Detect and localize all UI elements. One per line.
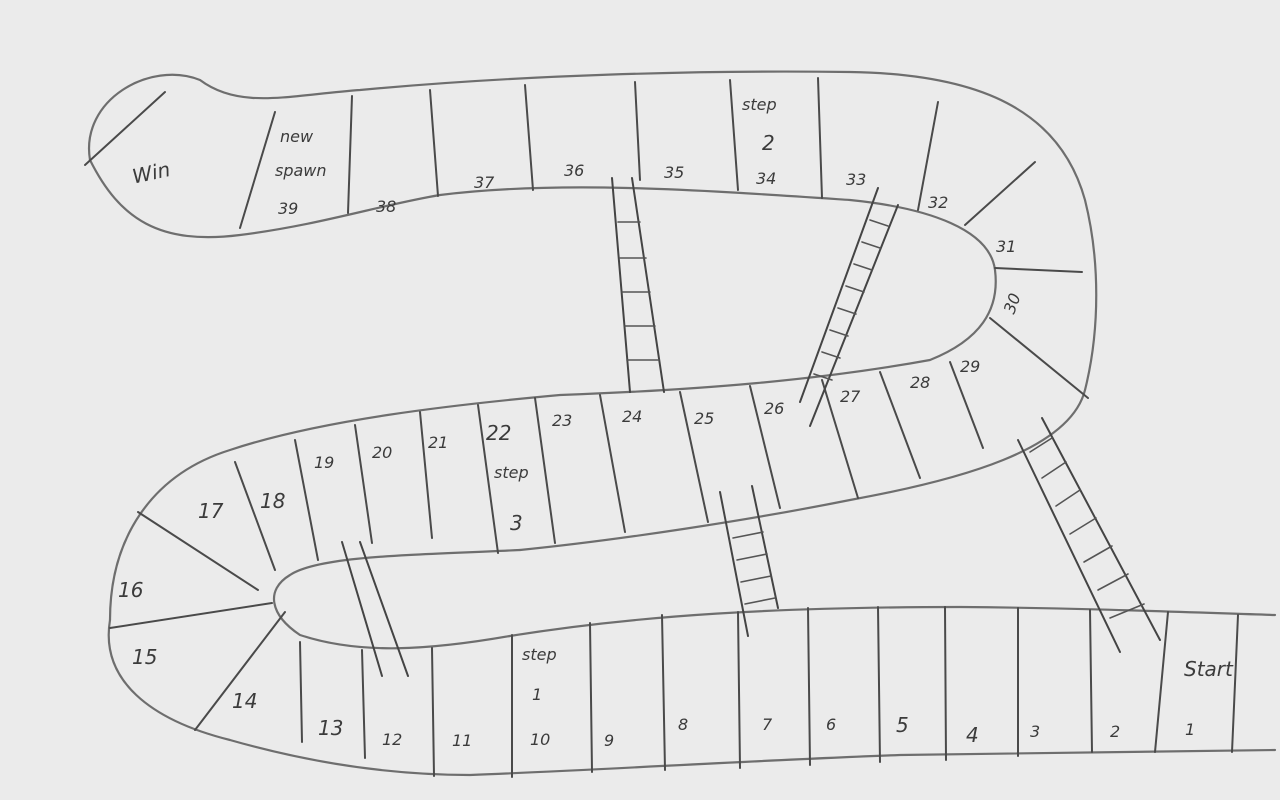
square-20: 20 xyxy=(372,443,392,462)
square-19: 19 xyxy=(314,453,334,472)
square-8: 8 xyxy=(678,715,688,734)
start-label: Start xyxy=(1184,657,1234,681)
new-label: new xyxy=(280,127,314,146)
step-3-number: 3 xyxy=(510,511,523,535)
step-1-number: 1 xyxy=(532,685,542,704)
board-outline xyxy=(87,70,1277,777)
step-2-number: 2 xyxy=(762,131,775,155)
square-1: 1 xyxy=(1185,720,1195,739)
square-36: 36 xyxy=(564,161,584,180)
square-5: 5 xyxy=(896,713,909,737)
top-row-dividers xyxy=(84,77,1089,399)
ladder-26-to-33 xyxy=(799,187,899,427)
square-16: 16 xyxy=(118,578,143,602)
square-11: 11 xyxy=(452,731,472,750)
square-13: 13 xyxy=(318,716,343,740)
ladder-7-to-25 xyxy=(719,485,779,637)
square-23: 23 xyxy=(552,411,572,430)
square-9: 9 xyxy=(604,731,614,750)
square-39: 39 xyxy=(278,199,298,218)
square-33: 33 xyxy=(846,170,866,189)
square-15: 15 xyxy=(132,645,157,669)
ladder-24-to-36 xyxy=(611,177,665,393)
square-32: 32 xyxy=(928,193,948,212)
square-2: 2 xyxy=(1110,722,1120,741)
square-7: 7 xyxy=(762,715,773,734)
square-18: 18 xyxy=(260,489,285,513)
ladder-2-to-29 xyxy=(1017,417,1161,653)
square-31: 31 xyxy=(996,237,1016,256)
square-14: 14 xyxy=(232,689,257,713)
square-37: 37 xyxy=(474,173,495,192)
square-28: 28 xyxy=(910,373,930,392)
square-27: 27 xyxy=(840,387,861,406)
bottom-row-dividers xyxy=(299,606,1239,778)
spawn-label: spawn xyxy=(275,161,327,180)
step-3-word: step xyxy=(494,463,529,482)
square-34: 34 xyxy=(756,169,776,188)
step-2-word: step xyxy=(742,95,777,114)
square-4: 4 xyxy=(966,723,979,747)
square-3: 3 xyxy=(1030,722,1040,741)
square-35: 35 xyxy=(664,163,684,182)
square-6: 6 xyxy=(826,715,836,734)
square-10: 10 xyxy=(530,730,550,749)
square-29: 29 xyxy=(960,357,980,376)
square-38: 38 xyxy=(376,197,396,216)
square-26: 26 xyxy=(764,399,784,418)
square-12: 12 xyxy=(382,730,402,749)
square-21: 21 xyxy=(428,433,448,452)
square-24: 24 xyxy=(622,407,642,426)
middle-row-dividers xyxy=(109,361,984,731)
square-25: 25 xyxy=(694,409,714,428)
step-1-word: step xyxy=(522,645,557,664)
ladder-12-to-19 xyxy=(341,541,409,677)
square-17: 17 xyxy=(198,499,224,523)
square-22: 22 xyxy=(486,421,511,445)
